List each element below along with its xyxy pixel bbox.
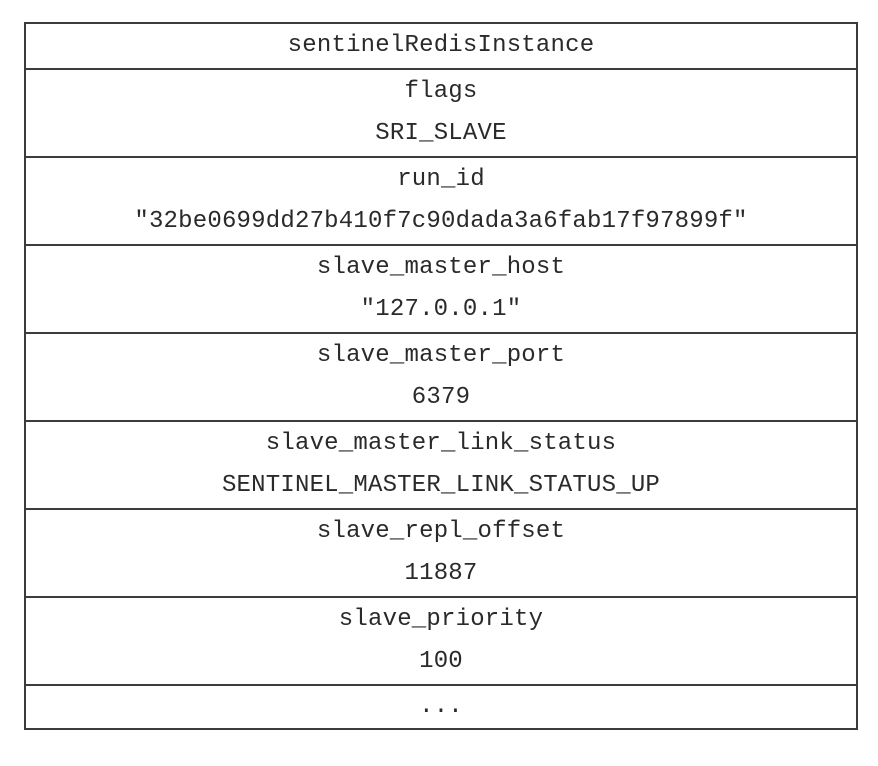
field-cell-slave-priority: slave_priority 100 xyxy=(26,598,856,686)
field-cell-flags: flags SRI_SLAVE xyxy=(26,70,856,158)
field-name: flags xyxy=(404,78,478,105)
field-name: slave_priority xyxy=(338,606,544,633)
field-cell-slave-master-link-status: slave_master_link_status SENTINEL_MASTER… xyxy=(26,422,856,510)
field-value: 100 xyxy=(419,648,463,675)
field-value: 11887 xyxy=(404,560,478,587)
field-value: SRI_SLAVE xyxy=(375,120,507,147)
field-value: 6379 xyxy=(411,384,471,411)
field-name: slave_repl_offset xyxy=(316,518,566,545)
ellipsis: ... xyxy=(419,693,463,720)
field-cell-slave-master-host: slave_master_host "127.0.0.1" xyxy=(26,246,856,334)
struct-title: sentinelRedisInstance xyxy=(287,32,595,59)
field-cell-run-id: run_id "32be0699dd27b410f7c90dada3a6fab1… xyxy=(26,158,856,246)
field-name: slave_master_link_status xyxy=(265,430,617,457)
field-value: SENTINEL_MASTER_LINK_STATUS_UP xyxy=(221,472,661,499)
struct-diagram: sentinelRedisInstance flags SRI_SLAVE ru… xyxy=(24,22,858,730)
field-cell-slave-master-port: slave_master_port 6379 xyxy=(26,334,856,422)
struct-title-cell: sentinelRedisInstance xyxy=(26,24,856,70)
field-cell-slave-repl-offset: slave_repl_offset 11887 xyxy=(26,510,856,598)
ellipsis-cell: ... xyxy=(26,686,856,728)
field-value: "127.0.0.1" xyxy=(360,296,522,323)
field-value: "32be0699dd27b410f7c90dada3a6fab17f97899… xyxy=(134,208,748,235)
field-name: run_id xyxy=(397,166,485,193)
field-name: slave_master_host xyxy=(316,254,566,281)
field-name: slave_master_port xyxy=(316,342,566,369)
